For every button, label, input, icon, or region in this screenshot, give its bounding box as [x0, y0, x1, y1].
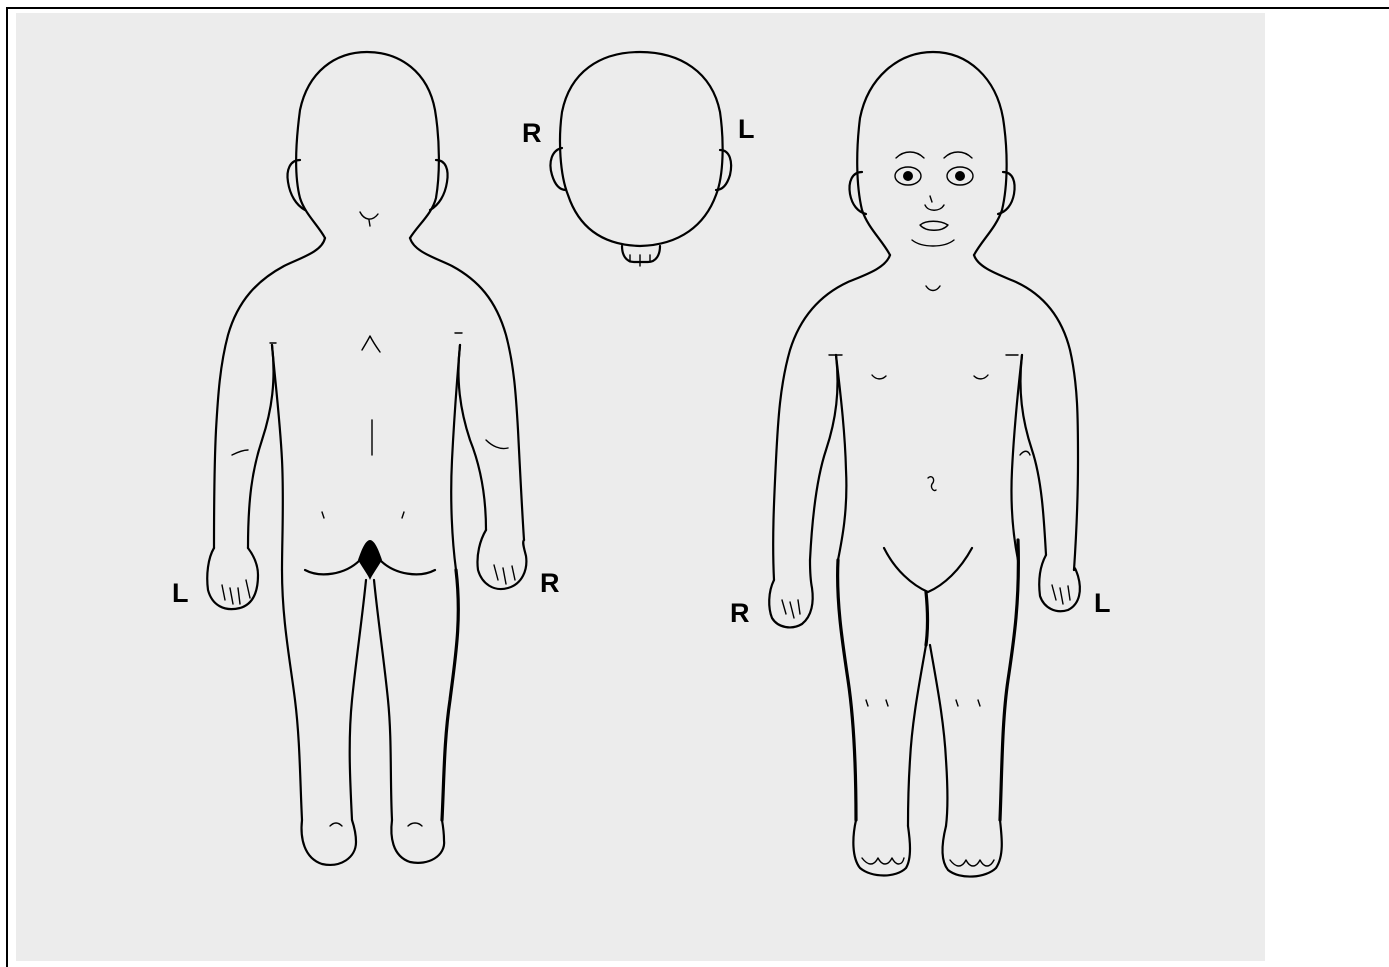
head-top-view-left-side-label: L	[738, 114, 755, 144]
head-top-view-right-side-label: R	[522, 118, 542, 148]
back-view-figure	[207, 52, 526, 865]
head-top-view-figure	[550, 52, 731, 266]
front-view-right-side-label: R	[730, 598, 750, 628]
back-view-right-side-label: R	[540, 568, 560, 598]
front-view-figure	[769, 52, 1080, 877]
back-view-left-side-label: L	[172, 578, 189, 608]
front-view-left-side-label: L	[1094, 588, 1111, 618]
